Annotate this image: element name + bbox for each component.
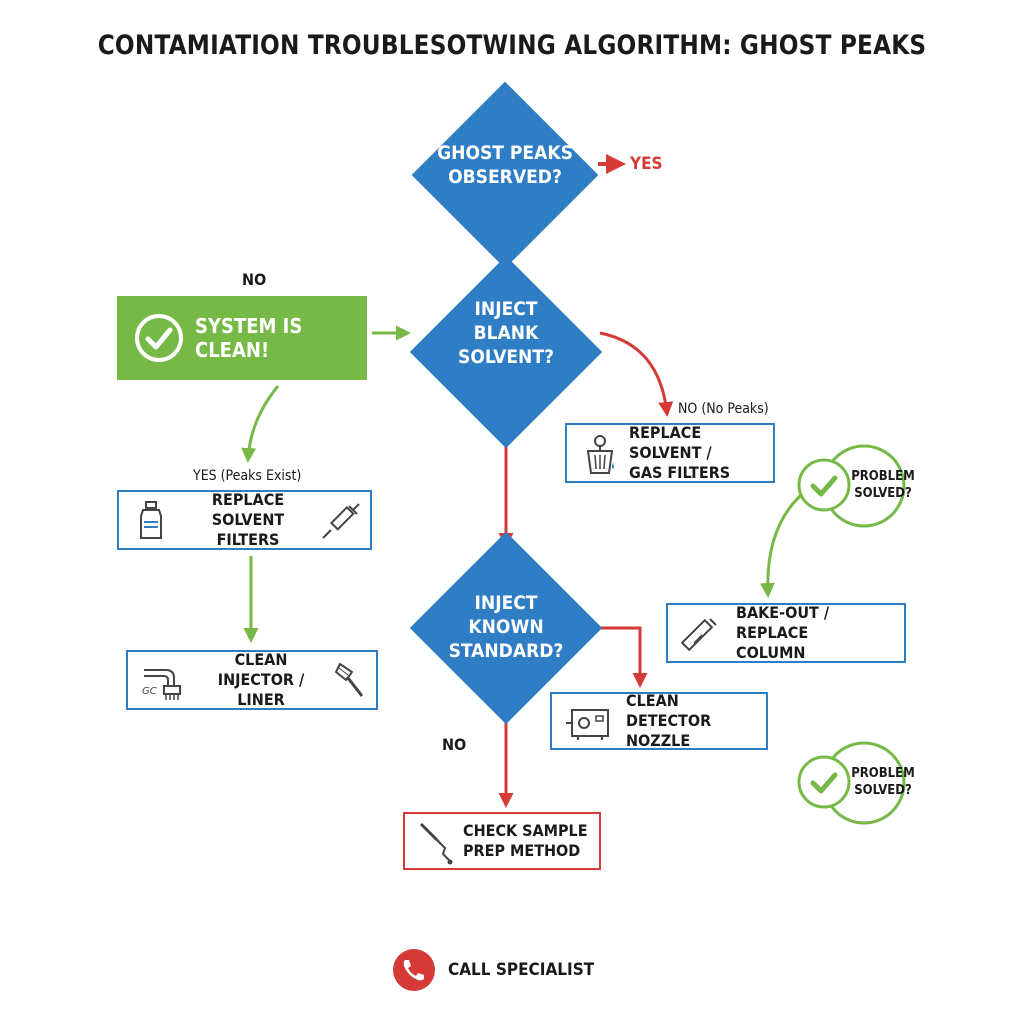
page-title: CONTAMIATION TROUBLESOTWING ALGORITHM: G… (97, 30, 927, 61)
call-specialist-label: CALL SPECIALIST (448, 960, 595, 980)
problem-solved-2-ring (797, 741, 906, 825)
edge-label-no-top: NO (242, 270, 267, 289)
filter-canister-icon (586, 435, 614, 474)
bottle-icon (140, 501, 162, 539)
check-sample-label: CHECK SAMPLE PREP METHOD (463, 821, 588, 860)
edge-label-no-peaks: NO (No Peaks) (678, 401, 769, 417)
bake-out-box: BAKE-OUT / REPLACE COLUMN (666, 603, 906, 663)
inject-known-text: INJECT KNOWN STANDARD? (448, 592, 564, 662)
problem-solved-1-ring (797, 444, 906, 528)
brush-icon (334, 662, 364, 697)
clean-injector-box: GC CLEAN INJECTOR / LINER (126, 650, 378, 710)
system-clean-box: SYSTEM IS CLEAN! (117, 296, 367, 380)
bake-out-label: BAKE-OUT / REPLACE COLUMN (736, 603, 830, 662)
replace-solvent-gas-box: REPLACE SOLVENT / GAS FILTERS (565, 423, 775, 483)
ghost-peaks-text: GHOST PEAKS OBSERVED? (437, 142, 573, 188)
problem-solved-1: PROBLEM SOLVED? (796, 442, 915, 530)
check-circle-icon (135, 314, 183, 362)
clean-injector-label: CLEAN INJECTOR / LINER (217, 650, 305, 709)
system-clean-label: SYSTEM IS CLEAN! (195, 314, 303, 362)
dropper-icon (419, 822, 453, 865)
gc-icon-text: GC (142, 686, 157, 697)
replace-solvent-gas-label: REPLACE SOLVENT / GAS FILTERS (629, 423, 731, 482)
clean-detector-label: CLEAN DETECTOR NOZZLE (626, 691, 712, 750)
syringe-icon (322, 503, 360, 539)
injector-gc-icon: GC (142, 669, 181, 700)
phone-icon (393, 949, 435, 991)
edge-label-no-bottom: NO (442, 735, 467, 754)
clean-detector-box: CLEAN DETECTOR NOZZLE (550, 691, 768, 750)
edge-solved-to-bake (759, 494, 802, 598)
check-sample-box: CHECK SAMPLE PREP METHOD (403, 812, 601, 870)
edge-blank-to-gas (599, 331, 674, 417)
edge-label-yes-peaks: YES (Peaks Exist) (193, 468, 302, 484)
edge-clean-to-filters (241, 385, 280, 463)
edge-known-to-detector (600, 626, 648, 688)
call-specialist: CALL SPECIALIST (392, 948, 594, 992)
replace-solvent-filters-box: REPLACE SOLVENT FILTERS (117, 490, 372, 550)
detector-icon (566, 709, 609, 740)
problem-solved-2: PROBLEM SOLVED? (796, 739, 915, 827)
inject-blank-text: INJECT BLANK SOLVENT? (458, 298, 554, 368)
replace-solvent-filters-label: REPLACE SOLVENT FILTERS (211, 490, 285, 549)
edge-label-yes: YES (630, 154, 663, 174)
column-tube-icon (680, 618, 717, 652)
